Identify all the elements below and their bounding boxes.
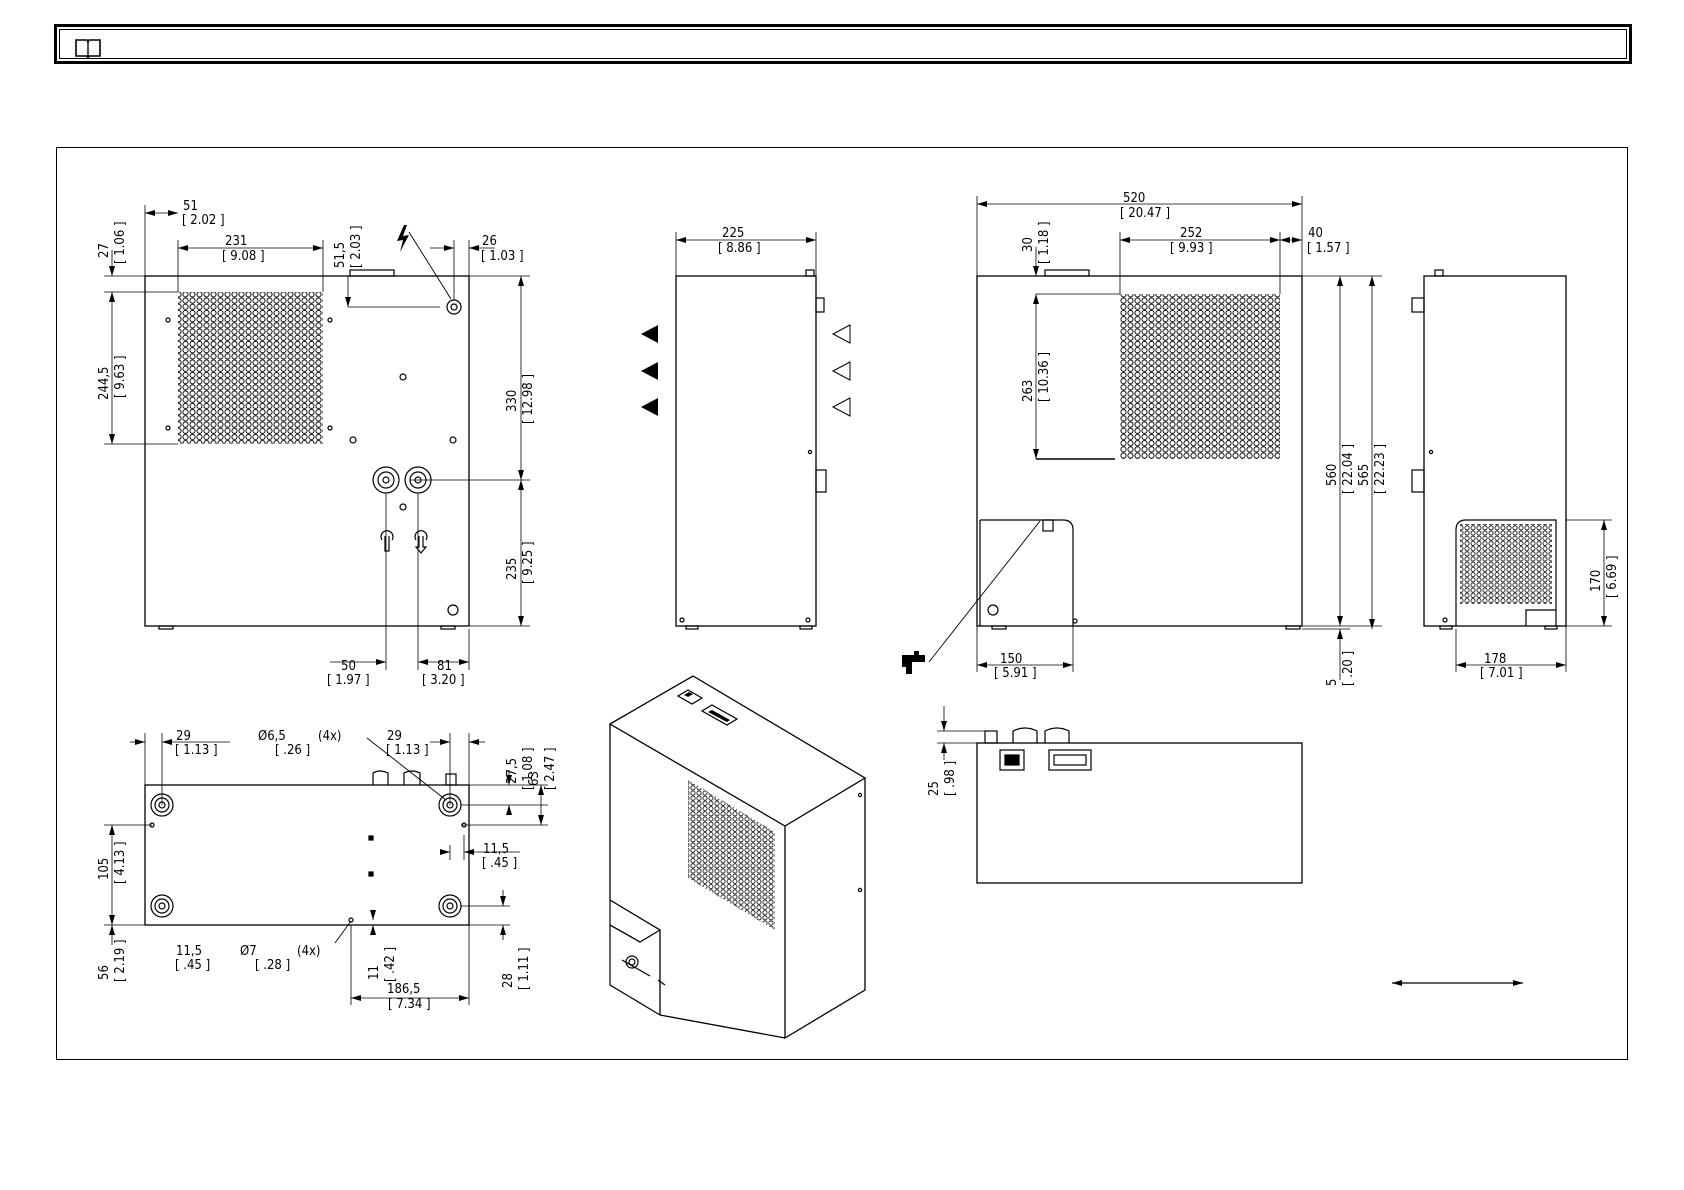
dim-560: 560 [1325, 464, 1340, 486]
dim-30: 30 [1021, 237, 1036, 252]
side-view [641, 269, 851, 630]
dim-11-5r: 11,5 [483, 842, 509, 857]
dim-235: 235 [505, 558, 520, 580]
dim-25: 25 [927, 781, 942, 796]
dim-263: 263 [1021, 380, 1036, 402]
dim-7: Ø7 [240, 944, 257, 959]
dim-520: 520 [1123, 191, 1145, 206]
dim-170-in: [ 6.69 ] [1605, 555, 1620, 598]
dim-244-in: [ 9.63 ] [113, 355, 128, 398]
dim-26: 26 [482, 234, 497, 249]
dim-29b: 29 [387, 729, 402, 744]
dim-29a: 29 [176, 729, 191, 744]
dim-186-in: [ 7.34 ] [388, 997, 431, 1012]
dim-11-5: 11,5 [176, 944, 202, 959]
header-box [54, 24, 1632, 64]
bottom-dimension-labels: 29 [ 1.13 ] Ø6,5 (4x) [ .26 ] 29 [ 1.13 … [97, 729, 558, 1012]
dim-105: 105 [97, 858, 112, 880]
dim-11: 11 [367, 965, 382, 980]
dim-231: 231 [225, 234, 247, 249]
dim-150: 150 [1000, 652, 1022, 667]
dim-235-in: [ 9.25 ] [521, 541, 536, 584]
top-view [976, 727, 1303, 884]
dim-51-5-in: [ 2.03 ] [349, 225, 364, 268]
dim-252: 252 [1180, 226, 1202, 241]
right-view [902, 269, 1303, 674]
dim-65-in: [ .26 ] [275, 743, 310, 758]
dim-29b-in: [ 1.13 ] [386, 743, 429, 758]
dim-105-in: [ 4.13 ] [113, 841, 128, 884]
dim-225-in: [ 8.86 ] [718, 241, 761, 256]
dim-231-in: [ 9.08 ] [222, 249, 265, 264]
dim-51: 51 [183, 199, 198, 214]
dim-263-in: [ 10.36 ] [1037, 352, 1052, 402]
drawing-frame [56, 147, 1628, 1060]
dim-27-in: [ 1.06 ] [113, 221, 128, 264]
dim-560-in: [ 22.04 ] [1341, 444, 1356, 494]
dim-50: 50 [341, 659, 356, 674]
right-dimension-labels: 520 [ 20.47 ] 252 [ 9.93 ] 40 [ 1.57 ] 1… [994, 191, 1388, 686]
dim-150-in: [ 5.91 ] [994, 666, 1037, 681]
dim-63: 63 [527, 771, 542, 786]
dim-5-in: [ .20 ] [1341, 651, 1356, 686]
dim-27: 27 [97, 243, 112, 258]
dim-330: 330 [505, 390, 520, 412]
dim-28-in: [ 1.11 ] [517, 947, 532, 990]
dim-170: 170 [1589, 570, 1604, 592]
dim-51-5: 51,5 [333, 242, 348, 268]
dim-56: 56 [97, 965, 112, 980]
dim-5: 5 [1325, 679, 1340, 686]
dim-178: 178 [1484, 652, 1506, 667]
dim-565: 565 [1357, 464, 1372, 486]
dim-30-in: [ 1.18 ] [1037, 221, 1052, 264]
dim-26-in: [ 1.03 ] [481, 249, 524, 264]
dim-29a-in: [ 1.13 ] [175, 743, 218, 758]
dim-7-in: [ .28 ] [255, 958, 290, 973]
dim-11-in: [ .42 ] [383, 947, 398, 982]
dim-178-in: [ 7.01 ] [1480, 666, 1523, 681]
dim-520-in: [ 20.47 ] [1120, 206, 1170, 221]
dim-252-in: [ 9.93 ] [1170, 241, 1213, 256]
dim-11-5-in: [ .45 ] [175, 958, 210, 973]
dim-25-in: [ .98 ] [943, 761, 958, 796]
dim-50-in: [ 1.97 ] [327, 673, 370, 688]
dim-330-in: [ 12.98 ] [521, 374, 536, 424]
isometric-view [608, 675, 867, 1040]
book-icon [75, 39, 101, 59]
dim-40: 40 [1308, 226, 1323, 241]
front-dimension-labels: 51 [ 2.02 ] 231 [ 9.08 ] 26 [ 1.03 ] 50 … [97, 199, 536, 688]
dim-81-in: [ 3.20 ] [422, 673, 465, 688]
dim-63-in: [ 2.47 ] [543, 747, 558, 790]
end-dimension-labels: 178 [ 7.01 ] 170 [ 6.69 ] [1480, 555, 1620, 681]
side-dimension-labels: 225 [ 8.86 ] [718, 226, 761, 256]
end-view [1411, 269, 1567, 630]
dim-56-in: [ 2.19 ] [113, 939, 128, 982]
dim-244: 244,5 [97, 367, 112, 400]
dim-7-count: (4x) [297, 944, 321, 959]
dim-65: Ø6,5 [258, 729, 286, 744]
dim-40-in: [ 1.57 ] [1307, 241, 1350, 256]
dim-81: 81 [437, 659, 452, 674]
dim-11-5r-in: [ .45 ] [482, 856, 517, 871]
dim-565-in: [ 22.23 ] [1373, 444, 1388, 494]
dim-51-in: [ 2.02 ] [182, 213, 225, 228]
bottom-view [144, 737, 470, 944]
top-dimension-labels: 25 [ .98 ] [927, 761, 958, 796]
front-view [144, 225, 470, 630]
dim-225: 225 [722, 226, 744, 241]
dim-27-5: 27,5 [505, 758, 520, 784]
header-inner-frame [59, 29, 1627, 59]
dim-27-5-in: [ 1.08 ] [521, 747, 536, 790]
dim-65-count: (4x) [318, 729, 342, 744]
dim-28: 28 [501, 973, 516, 988]
dim-186: 186,5 [387, 982, 420, 997]
